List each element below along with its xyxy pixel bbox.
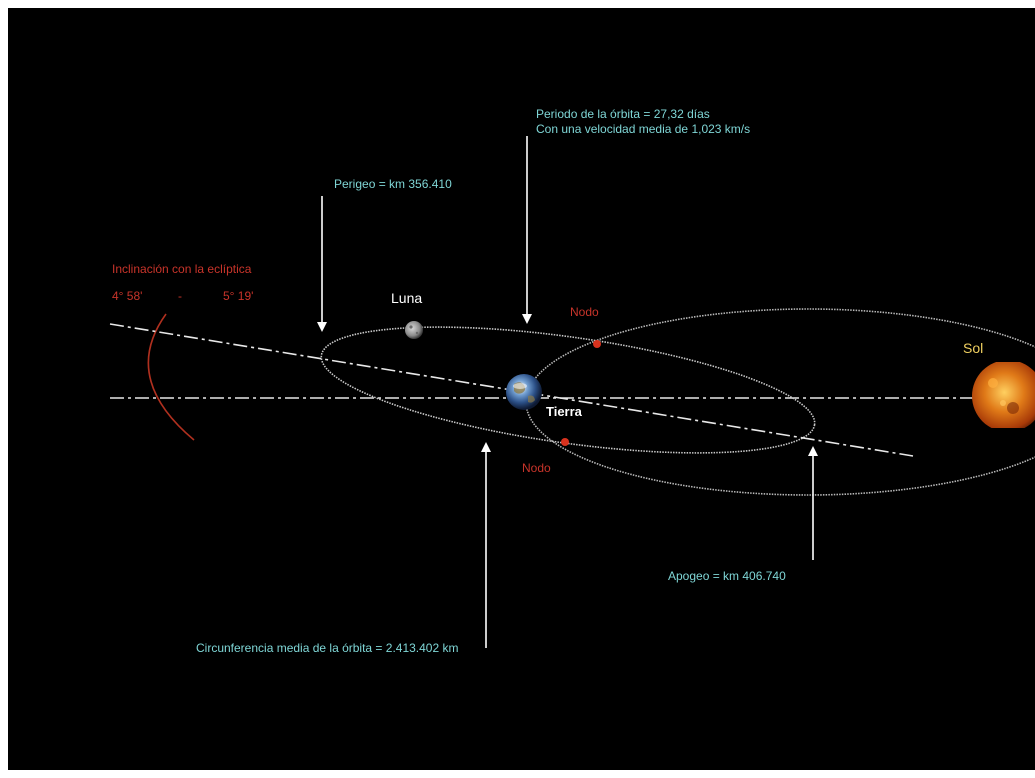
nodo-bottom-label: Nodo — [522, 461, 551, 475]
periodo-label-line1: Periodo de la órbita = 27,32 días — [536, 107, 710, 121]
orbit-diagram: Periodo de la órbita = 27,32 días Con un… — [109, 107, 1035, 655]
node-dot-top — [593, 340, 601, 348]
apogeo-label: Apogeo = km 406.740 — [668, 569, 786, 583]
node-dot-bottom — [561, 438, 569, 446]
perigeo-arrow — [317, 196, 327, 332]
circunferencia-label: Circunferencia media de la órbita = 2.41… — [196, 641, 458, 655]
luna-label: Luna — [391, 290, 422, 306]
sun-icon — [972, 362, 1035, 428]
earth-icon — [506, 374, 542, 410]
apogeo-arrow — [808, 446, 818, 560]
periodo-arrow — [522, 136, 532, 324]
moon-orbit — [320, 326, 816, 454]
tierra-label: Tierra — [546, 404, 583, 419]
moon-icon — [405, 321, 423, 339]
periodo-label-line2: Con una velocidad media de 1,023 km/s — [536, 122, 750, 136]
nodo-top-label: Nodo — [570, 305, 599, 319]
inclinacion-min: 4° 58' — [112, 289, 142, 303]
circunferencia-arrow — [481, 442, 491, 648]
inclinacion-dash: - — [178, 289, 182, 303]
earth-orbit — [525, 308, 1035, 496]
perigeo-label: Perigeo = km 356.410 — [334, 177, 452, 191]
inclinacion-max: 5° 19' — [223, 289, 253, 303]
inclinacion-title: Inclinación con la eclíptica — [112, 262, 252, 276]
sol-label: Sol — [963, 340, 983, 356]
diagram-canvas: Periodo de la órbita = 27,32 días Con un… — [8, 8, 1035, 770]
inclination-arc — [147, 313, 195, 441]
